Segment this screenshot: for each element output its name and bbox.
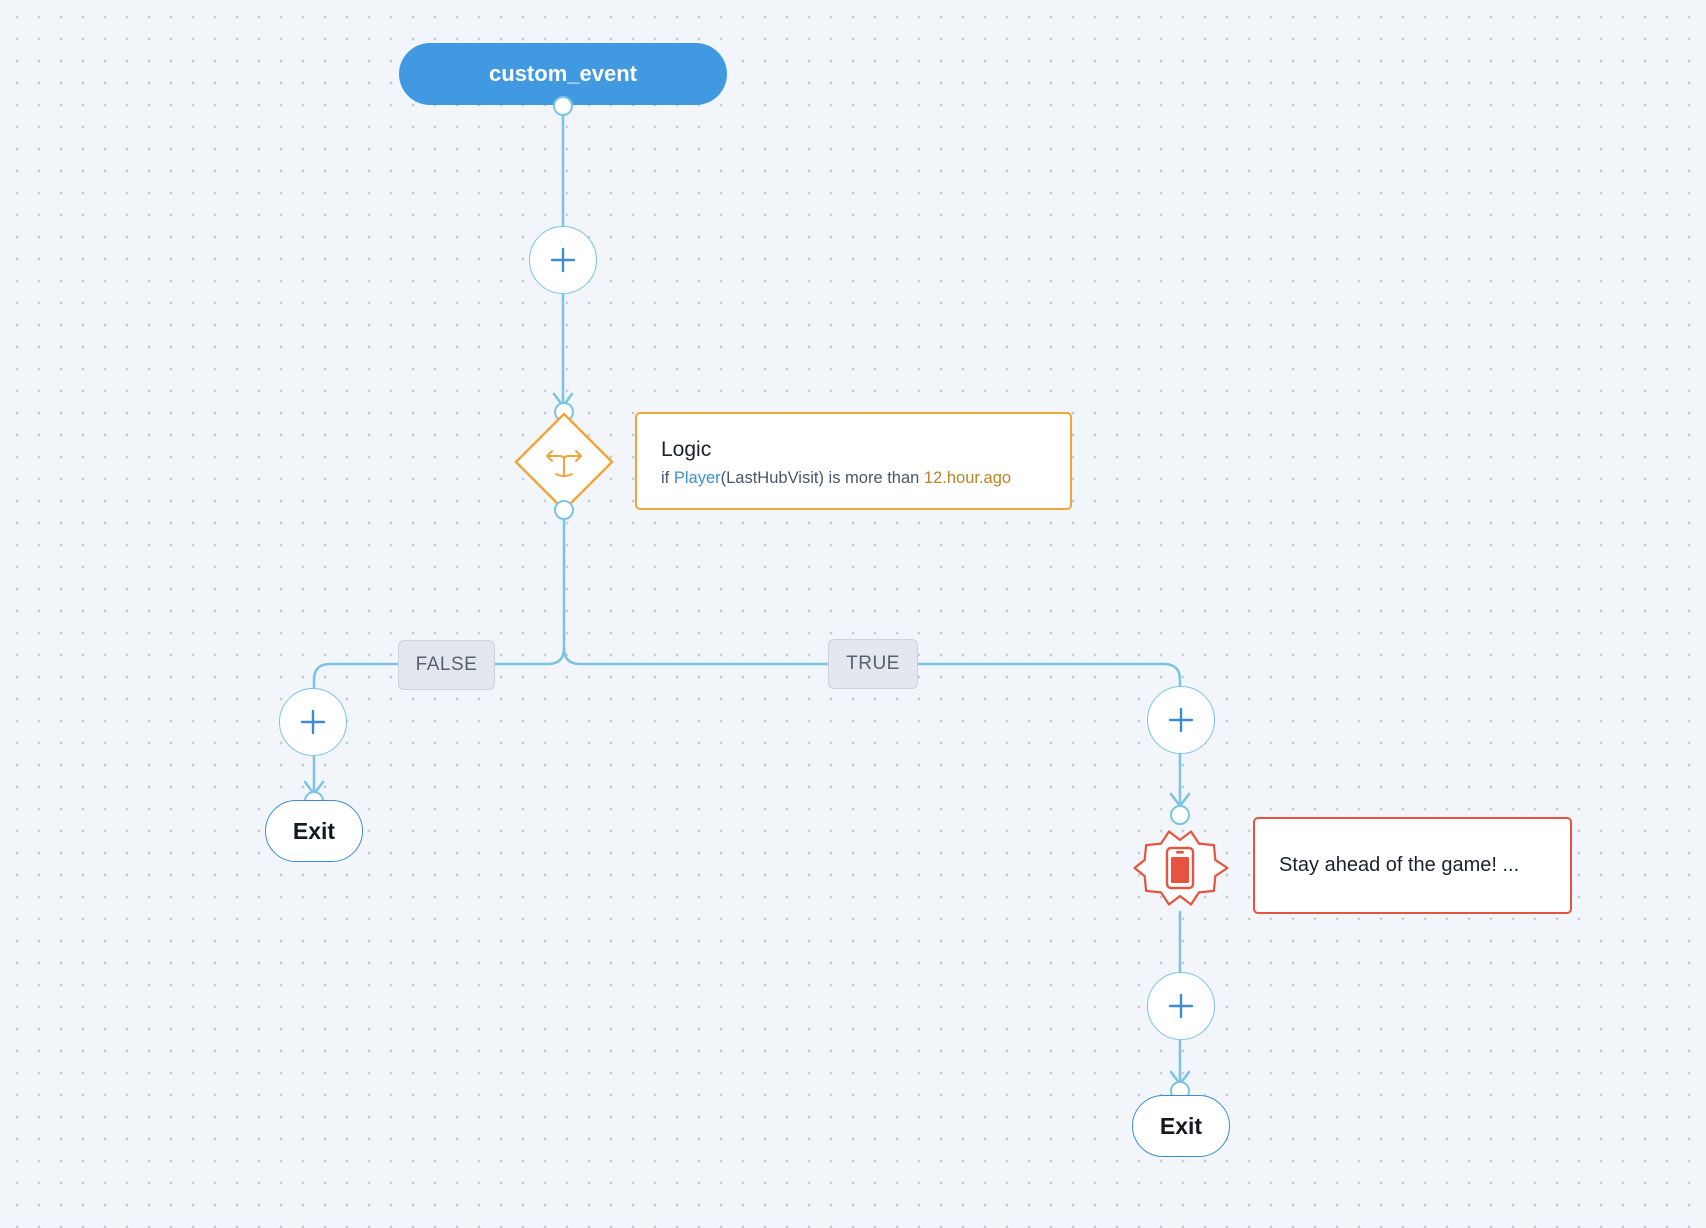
condition-value: 12.hour.ago [923,469,1012,487]
exit-node-true[interactable]: Exit [1132,1095,1230,1157]
logic-summary-card[interactable]: Logic if Player(LastHubVisit) is more th… [635,412,1072,510]
message-preview-text: Stay ahead of the game! ... [1279,854,1520,876]
split-arrows-icon [546,450,582,477]
branch-label-true[interactable]: TRUE [828,639,918,689]
trigger-label: custom_event [489,61,637,86]
plus-icon [550,247,576,273]
add-step-button-false-branch[interactable] [279,688,347,756]
plus-icon [1168,993,1194,1019]
trigger-node[interactable]: custom_event [399,43,727,105]
message-input-port[interactable] [1170,805,1190,825]
message-badge [1133,830,1229,906]
exit-node-false[interactable]: Exit [265,800,363,862]
condition-prefix: if [661,469,674,487]
plus-icon [300,709,326,735]
branch-label-false-text: FALSE [415,654,478,675]
add-step-button-after-message[interactable] [1147,972,1215,1040]
add-step-button-true-branch[interactable] [1147,686,1215,754]
condition-operator: is more than [823,469,924,487]
exit-label: Exit [292,817,336,844]
add-step-button[interactable] [529,226,597,294]
message-node[interactable] [1131,818,1231,918]
logic-condition: if Player(LastHubVisit) is more than 12.… [661,468,1070,488]
logic-node[interactable] [512,410,616,514]
exit-label: Exit [1159,1112,1203,1139]
branch-label-true-text: TRUE [846,653,900,674]
mobile-push-icon [1165,846,1195,890]
condition-attribute: (LastHubVisit) [720,469,824,487]
trigger-output-port[interactable] [553,96,573,116]
logic-title: Logic [661,438,712,461]
branch-label-false[interactable]: FALSE [398,640,495,690]
plus-icon [1168,707,1194,733]
message-summary-card[interactable]: Stay ahead of the game! ... [1253,817,1572,914]
logic-diamond [514,412,614,512]
logic-output-port[interactable] [554,500,574,520]
condition-entity: Player [673,469,721,487]
